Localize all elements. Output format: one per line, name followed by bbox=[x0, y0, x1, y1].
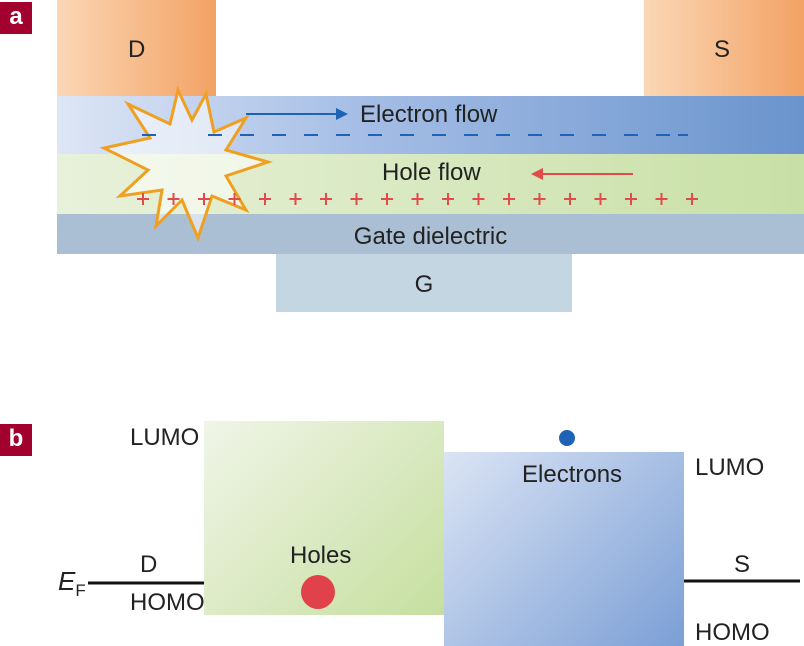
gate-dielectric-layer bbox=[57, 214, 804, 254]
source-contact bbox=[644, 0, 804, 96]
fermi-level-label: EF bbox=[58, 566, 86, 601]
gate-label: G bbox=[414, 271, 434, 298]
drain-contact bbox=[57, 0, 216, 96]
fermi-subscript: F bbox=[75, 581, 86, 601]
recombination-burst-icon bbox=[99, 85, 274, 243]
gate-dielectric-label: Gate dielectric bbox=[353, 223, 508, 250]
drain-level-label: D bbox=[140, 551, 158, 578]
panel-b-badge: b bbox=[0, 424, 32, 456]
electron-dot bbox=[559, 430, 575, 446]
drain-label: D bbox=[128, 36, 146, 63]
homo-right-label: HOMO bbox=[695, 619, 770, 646]
electron-flow-label: Electron flow bbox=[360, 101, 498, 128]
fermi-symbol: E bbox=[58, 566, 76, 596]
lumo-left-label: LUMO bbox=[130, 424, 200, 451]
holes-label: Holes bbox=[290, 542, 352, 569]
lumo-right-label: LUMO bbox=[695, 454, 765, 481]
electrons-label: Electrons bbox=[522, 461, 623, 488]
source-label: S bbox=[714, 36, 731, 63]
homo-left-label: HOMO bbox=[130, 589, 205, 616]
source-level-label: S bbox=[734, 551, 751, 578]
electron-energy-block bbox=[444, 452, 684, 646]
hole-dot bbox=[301, 575, 335, 609]
hole-flow-arrow bbox=[531, 168, 633, 180]
hole-charges bbox=[137, 193, 698, 205]
panel-a-badge: a bbox=[0, 2, 32, 34]
gate-electrode bbox=[276, 254, 572, 312]
electron-flow-arrow bbox=[246, 108, 348, 120]
hole-flow-label: Hole flow bbox=[382, 159, 481, 186]
